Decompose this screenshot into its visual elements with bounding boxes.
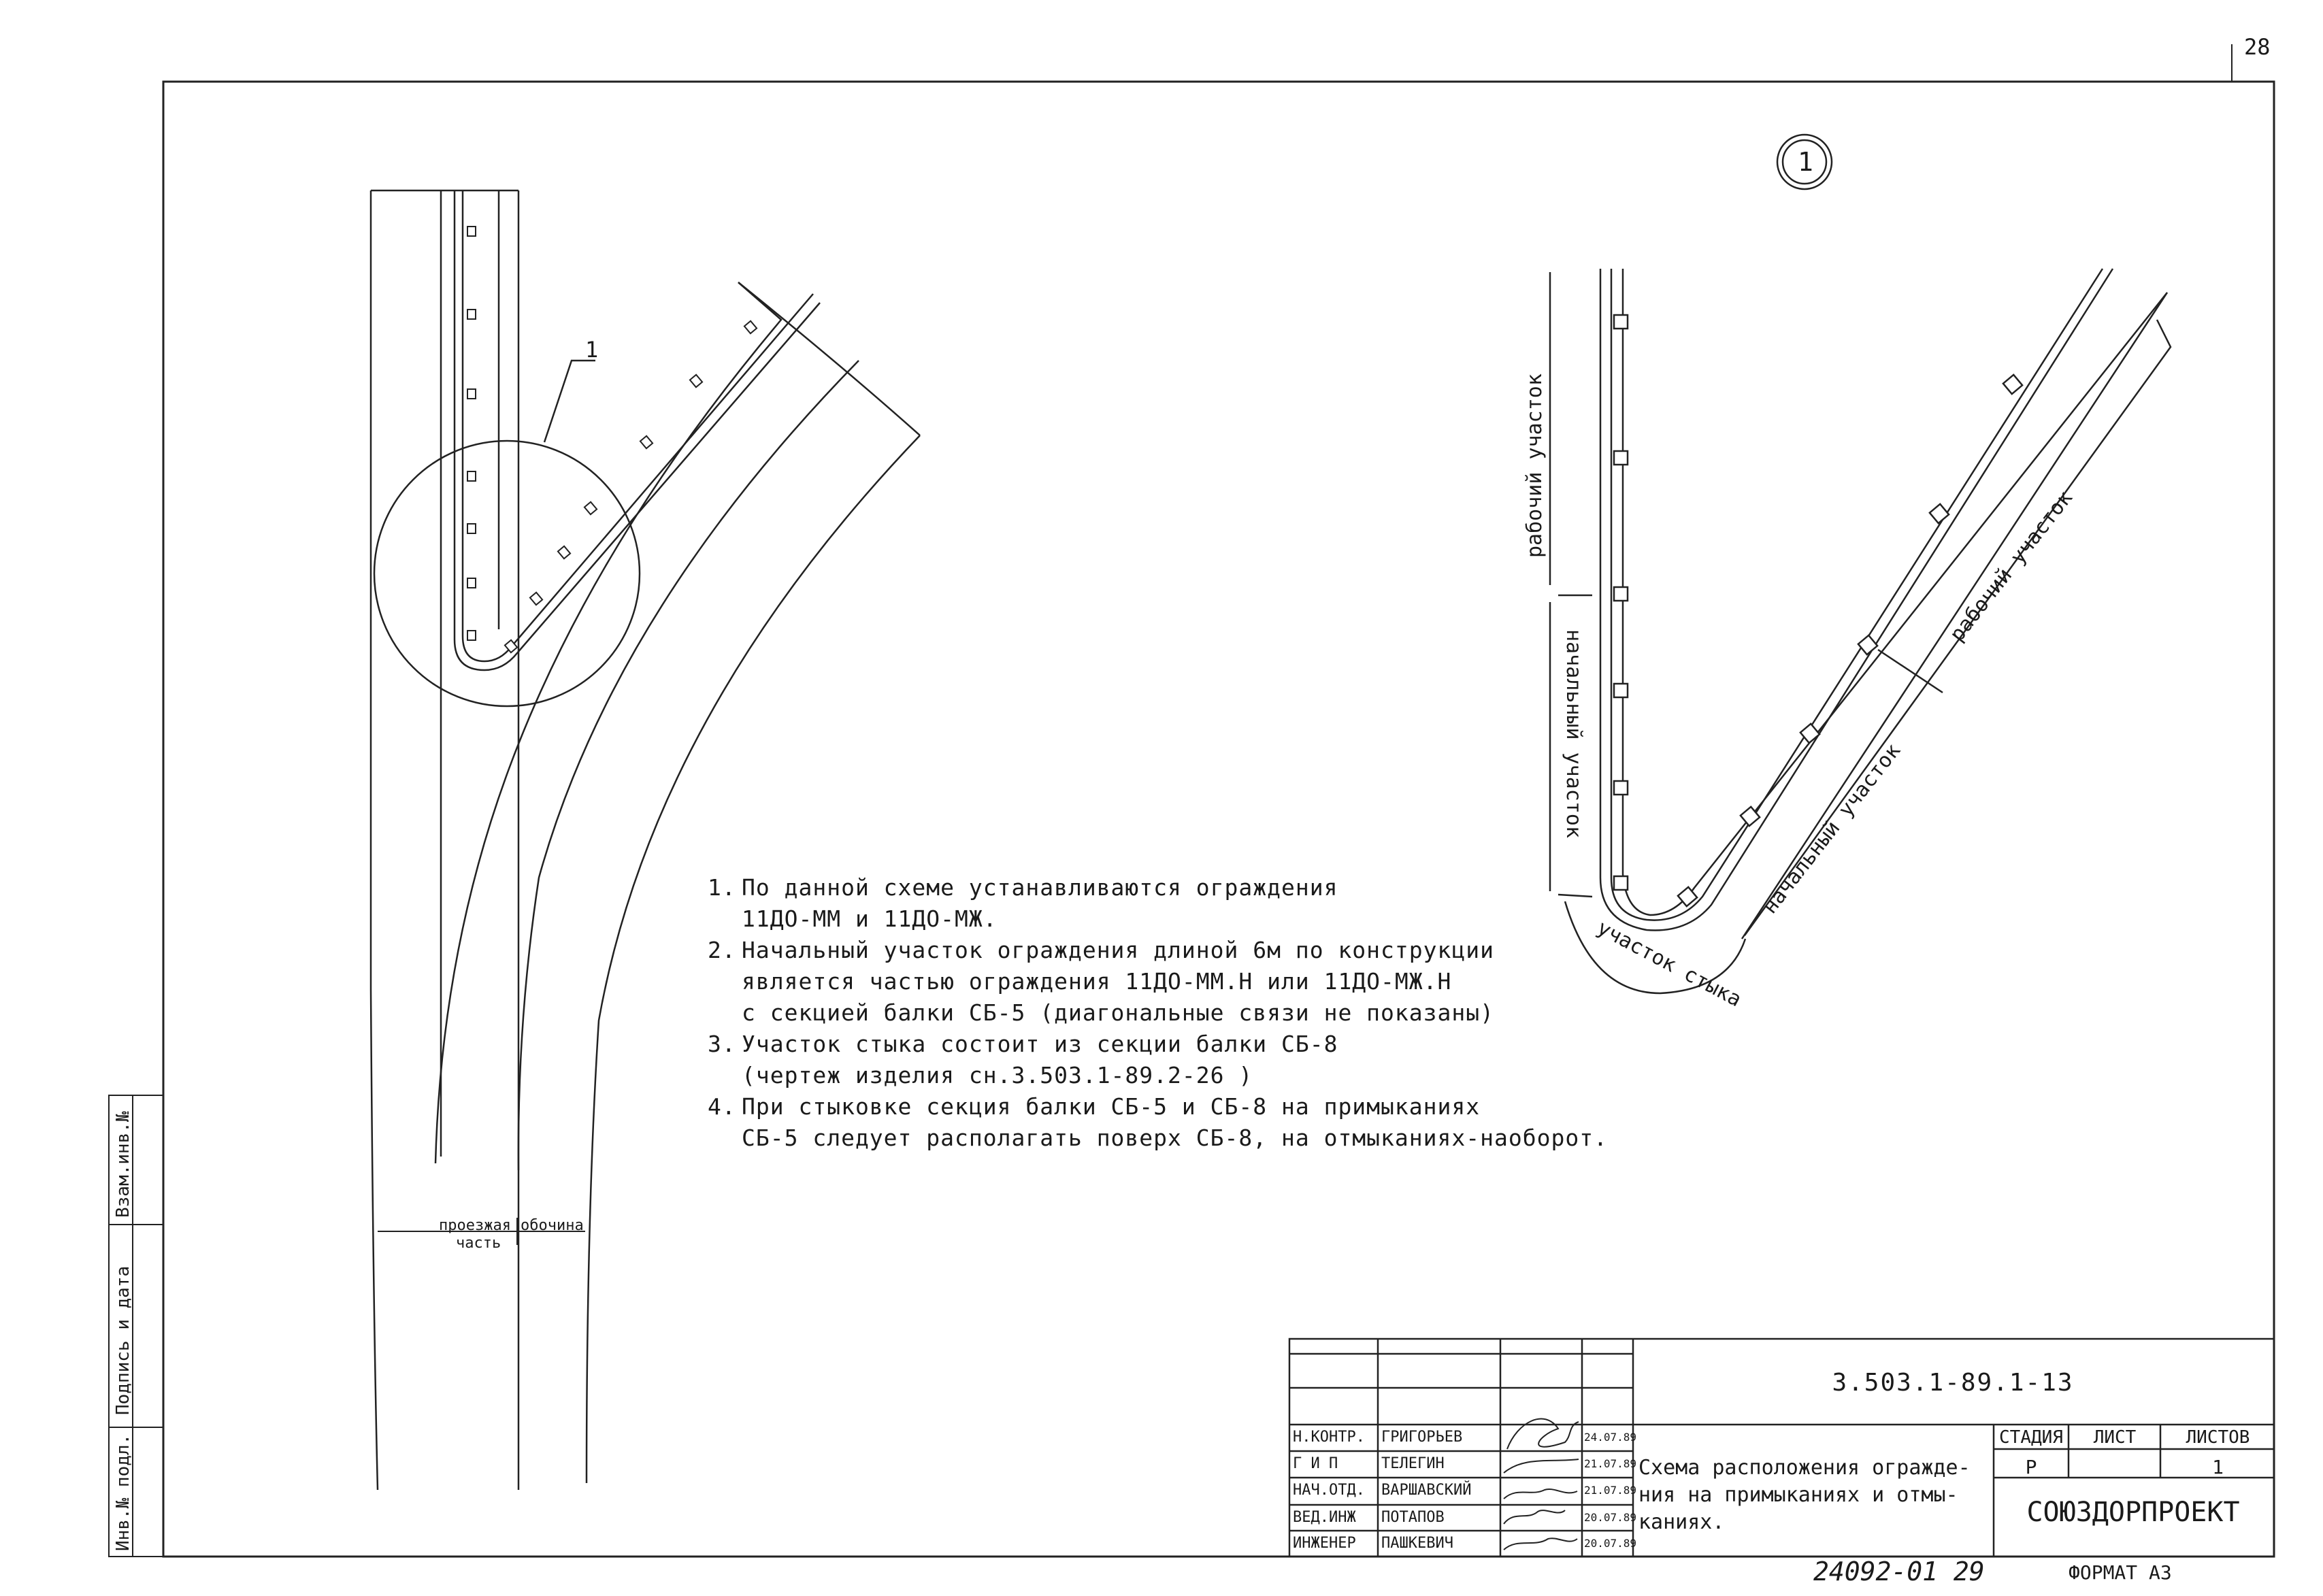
name-5: ПАШКЕВИЧ [1381, 1535, 1453, 1552]
organization: СОЮЗДОРПРОЕКТ [2026, 1497, 2240, 1528]
leader-label: 1 [585, 337, 598, 363]
drawing-title: Схема расположения огражде- ния на примы… [1638, 1454, 1992, 1536]
label-initial-left: начальный участок [1562, 629, 1585, 838]
detail-dim-left [1558, 594, 1593, 898]
note-4-line-2: СБ-5 следует располагать поверх СБ-8, на… [742, 1125, 1608, 1151]
note-number: 4. [708, 1093, 736, 1120]
role-3: НАЧ.ОТД. [1293, 1482, 1365, 1499]
shoulder-label: обочина [521, 1217, 584, 1234]
note-4: 4.При стыковке секция балки СБ-5 и СБ-8 … [708, 1091, 1647, 1123]
label-working-left: рабочий участок [1523, 373, 1547, 558]
note-line: Начальный участок ограждения длиной 6м п… [742, 937, 1494, 963]
date-1: 24.07.89 [1584, 1431, 1637, 1444]
side-sign-date: Подпись и дата [113, 1265, 133, 1415]
doc-code: 3.503.1-89.1-13 [1832, 1369, 2074, 1397]
note-2-line-2: является частью ограждения 11ДО-ММ.Н или… [742, 968, 1452, 995]
leader-line [543, 359, 595, 443]
date-3: 21.07.89 [1584, 1484, 1637, 1497]
title-block-grid [1288, 1337, 2275, 1558]
date-5: 20.07.89 [1584, 1537, 1637, 1550]
carriageway-label: проезжая [439, 1217, 511, 1234]
label-initial-right: начальный участок [1758, 739, 1906, 918]
road-dimension [378, 1218, 585, 1245]
note-line: По данной схеме устанавливаются огражден… [742, 874, 1338, 901]
left-posts [467, 226, 758, 654]
name-4: ПОТАПОВ [1381, 1509, 1445, 1526]
detail-joint-arc [1564, 901, 1747, 995]
branch-edge-3 [585, 435, 921, 1484]
detail-circle [373, 439, 641, 708]
date-4: 20.07.89 [1584, 1511, 1637, 1524]
note-1-line-2: 11ДО-ММ и 11ДО-МЖ. [742, 905, 998, 932]
detail-dim-right [1877, 648, 1943, 694]
guardrail-inner [453, 190, 821, 671]
main-road-left-edge [369, 190, 379, 1491]
note-number: 2. [708, 937, 736, 963]
role-1: Н.КОНТР. [1293, 1429, 1365, 1446]
side-stamp [108, 1095, 164, 1557]
stage-header: СТАДИЯ [1999, 1427, 2063, 1448]
detail-marker-number: 1 [1798, 147, 1813, 177]
page-number: 28 [2244, 34, 2271, 60]
name-3: ВАРШАВСКИЙ [1381, 1482, 1472, 1499]
detail-guardrail-1 [1599, 268, 2114, 931]
signatures [1503, 1418, 1579, 1550]
title-line: ния на примыканиях и отмы- [1638, 1483, 1958, 1507]
guardrail-outer [461, 190, 814, 663]
detail-marker-circle [1776, 133, 1833, 190]
sheets-header: ЛИСТОВ [2186, 1427, 2250, 1448]
detail-posts [1613, 314, 2024, 908]
notes-list: 1.По данной схеме устанавливаются огражд… [708, 872, 1647, 1154]
branch-outer-edge [434, 282, 782, 1164]
detail-guardrail-2 [1610, 268, 2104, 921]
role-4: ВЕД.ИНЖ [1293, 1509, 1356, 1526]
note-1: 1.По данной схеме устанавливаются огражд… [708, 872, 1647, 903]
role-5: ИНЖЕНЕР [1293, 1535, 1356, 1552]
label-working-right: рабочий участок [1945, 486, 2077, 646]
sheets-value: 1 [2212, 1456, 2224, 1478]
format-label: ФОРМАТ А3 [2069, 1561, 2172, 1584]
note-3-line-2: (чертеж изделия сн.3.503.1-89.2-26 ) [742, 1062, 1253, 1088]
title-line: каниях. [1638, 1510, 1725, 1534]
branch-edge-2 [517, 360, 859, 1171]
name-1: ГРИГОРЬЕВ [1381, 1429, 1463, 1446]
note-3: 3.Участок стыка состоит из секции балки … [708, 1029, 1647, 1060]
stage-value: Р [2025, 1456, 2037, 1478]
note-2: 2.Начальный участок ограждения длиной 6м… [708, 935, 1647, 966]
detail-outer [1741, 292, 2169, 940]
detail-far-edge [1743, 319, 2172, 936]
name-2: ТЕЛЕГИН [1381, 1455, 1445, 1472]
sheet-header: ЛИСТ [2093, 1427, 2137, 1448]
side-inv-orig: Инв.№ подл. [113, 1433, 133, 1551]
detail-edge [1621, 269, 2168, 916]
note-number: 1. [708, 874, 736, 901]
drawing-frame [162, 80, 2275, 1558]
archive-number: 24092-01 29 [1813, 1557, 1985, 1586]
side-vzam: Взам.инв.№ [113, 1111, 133, 1218]
note-line: При стыковке секция балки СБ-5 и СБ-8 на… [742, 1093, 1481, 1120]
carriageway-label-2: часть [456, 1235, 501, 1252]
role-2: Г И П [1293, 1455, 1338, 1472]
left-plan [369, 189, 921, 1491]
note-line: Участок стыка состоит из секции балки СБ… [742, 1031, 1338, 1057]
branch-top-break [738, 282, 921, 436]
date-2: 21.07.89 [1584, 1457, 1637, 1470]
detail-diagram [1549, 133, 2172, 995]
note-number: 3. [708, 1031, 736, 1057]
title-line: Схема расположения огражде- [1638, 1456, 1971, 1480]
note-2-line-3: с секцией балки СБ-5 (диагональные связи… [742, 999, 1494, 1026]
